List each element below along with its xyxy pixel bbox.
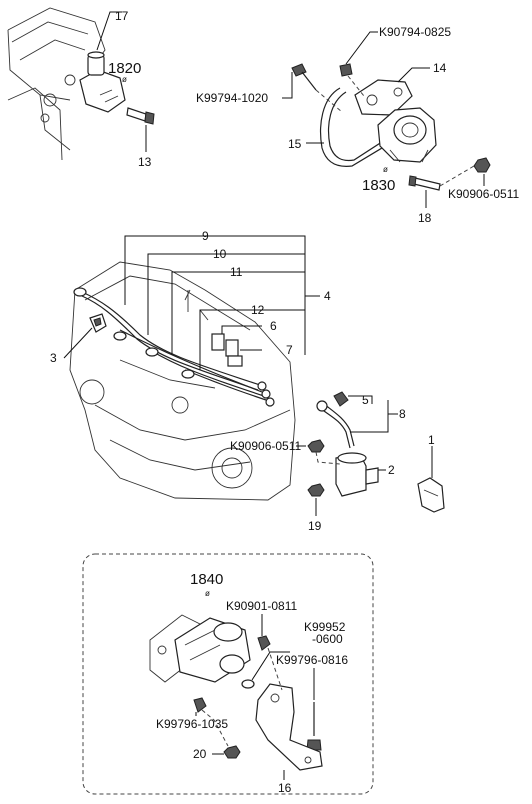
callout-12: 12 [251, 303, 265, 317]
coil-2 [335, 452, 379, 497]
callout-k90906-0511-mid: K90906-0511 [230, 439, 302, 453]
part-17-sensor [79, 51, 126, 113]
clip-5 [333, 391, 349, 407]
callout-2: 2 [388, 463, 395, 477]
callout-20: 20 [193, 747, 207, 761]
dash-bolt-0811 [267, 647, 283, 691]
callout-k90901-0811: K90901-0811 [226, 599, 298, 613]
callout-3: 3 [50, 351, 57, 365]
nut-20 [223, 745, 241, 759]
callout-9: 9 [202, 229, 209, 243]
leader-k99794-1020 [282, 72, 293, 99]
leader-10 [147, 253, 305, 335]
leader-6 [221, 325, 262, 334]
leader-3 [63, 327, 93, 359]
group-label-1820: 1820 [108, 60, 141, 77]
callout-8: 8 [399, 407, 406, 421]
bolt-k99796-1035 [193, 697, 207, 713]
callout-k99796-0816: K99796-0816 [276, 653, 348, 667]
callout-13: 13 [138, 155, 152, 169]
drive-belt-15 [319, 87, 393, 167]
dash-nut-0511 [439, 165, 475, 187]
group-frame-1840 [82, 553, 374, 795]
callout-k90794-0825: K90794-0825 [379, 25, 451, 39]
callout-16: 16 [278, 781, 292, 795]
callout-18: 18 [418, 211, 432, 225]
dash-bolt-1035 [201, 709, 229, 747]
callout-k99952: K99952 [304, 620, 346, 634]
leader-5 [348, 395, 373, 404]
bracket-16 [255, 683, 323, 771]
leader-k90794-0825 [345, 31, 378, 65]
callout-4: 4 [324, 289, 331, 303]
leader-k99952 [251, 651, 290, 681]
bracket-1 [417, 477, 445, 513]
group-label-1830: 1830 [362, 177, 395, 194]
pump-1830 [377, 107, 437, 163]
group-marker-1840: ø [205, 589, 210, 598]
harness-8 [316, 400, 355, 449]
washer-k99952-0600 [241, 679, 255, 689]
engine-block [69, 261, 296, 501]
bolt-18 [408, 175, 441, 191]
leader-8 [350, 400, 389, 433]
callout-11: 11 [230, 265, 243, 279]
group-marker-1820: ø [122, 75, 127, 84]
callout-k99952-suffix: -0600 [312, 632, 343, 646]
callout-7: 7 [286, 343, 293, 357]
bracket-14 [354, 79, 413, 116]
leader-11 [171, 271, 305, 355]
dash-bolt-1020 [315, 89, 343, 113]
leader-17 [96, 11, 122, 51]
ignition-wires [73, 287, 275, 407]
callout-k99796-1035: K99796-1035 [156, 717, 228, 731]
callout-1: 1 [428, 433, 435, 447]
group-marker-1830: ø [383, 165, 388, 174]
dash-nut-mid [315, 451, 341, 465]
nut-19 [307, 483, 325, 497]
clamps-6-7 [211, 333, 243, 367]
callout-10: 10 [213, 247, 227, 261]
starter-motor-1840 [149, 614, 251, 683]
callout-k99794-1020: K99794-1020 [196, 91, 268, 105]
bolt-k99794-1020 [291, 63, 317, 91]
bolt-k99796-0816 [306, 702, 322, 751]
coil-bracket-3 [89, 313, 107, 333]
nut-k90906-0511-mid [307, 439, 325, 453]
dash-bolt-0825 [347, 75, 365, 97]
callout-17: 17 [115, 9, 129, 23]
callout-14: 14 [433, 61, 447, 75]
callout-5: 5 [362, 393, 369, 407]
group-label-1840: 1840 [190, 571, 223, 588]
nut-k90906-0511 [473, 157, 491, 173]
bolt-k90901-0811 [257, 635, 271, 651]
part-13-bolt [126, 107, 155, 125]
leader-14 [397, 67, 430, 83]
leader-12 [199, 309, 305, 370]
callout-19: 19 [308, 519, 322, 533]
callout-15: 15 [288, 137, 302, 151]
bolt-k90794-0825 [339, 63, 353, 77]
callout-6: 6 [270, 319, 277, 333]
callout-k90906-0511-top: K90906-0511 [448, 187, 520, 201]
